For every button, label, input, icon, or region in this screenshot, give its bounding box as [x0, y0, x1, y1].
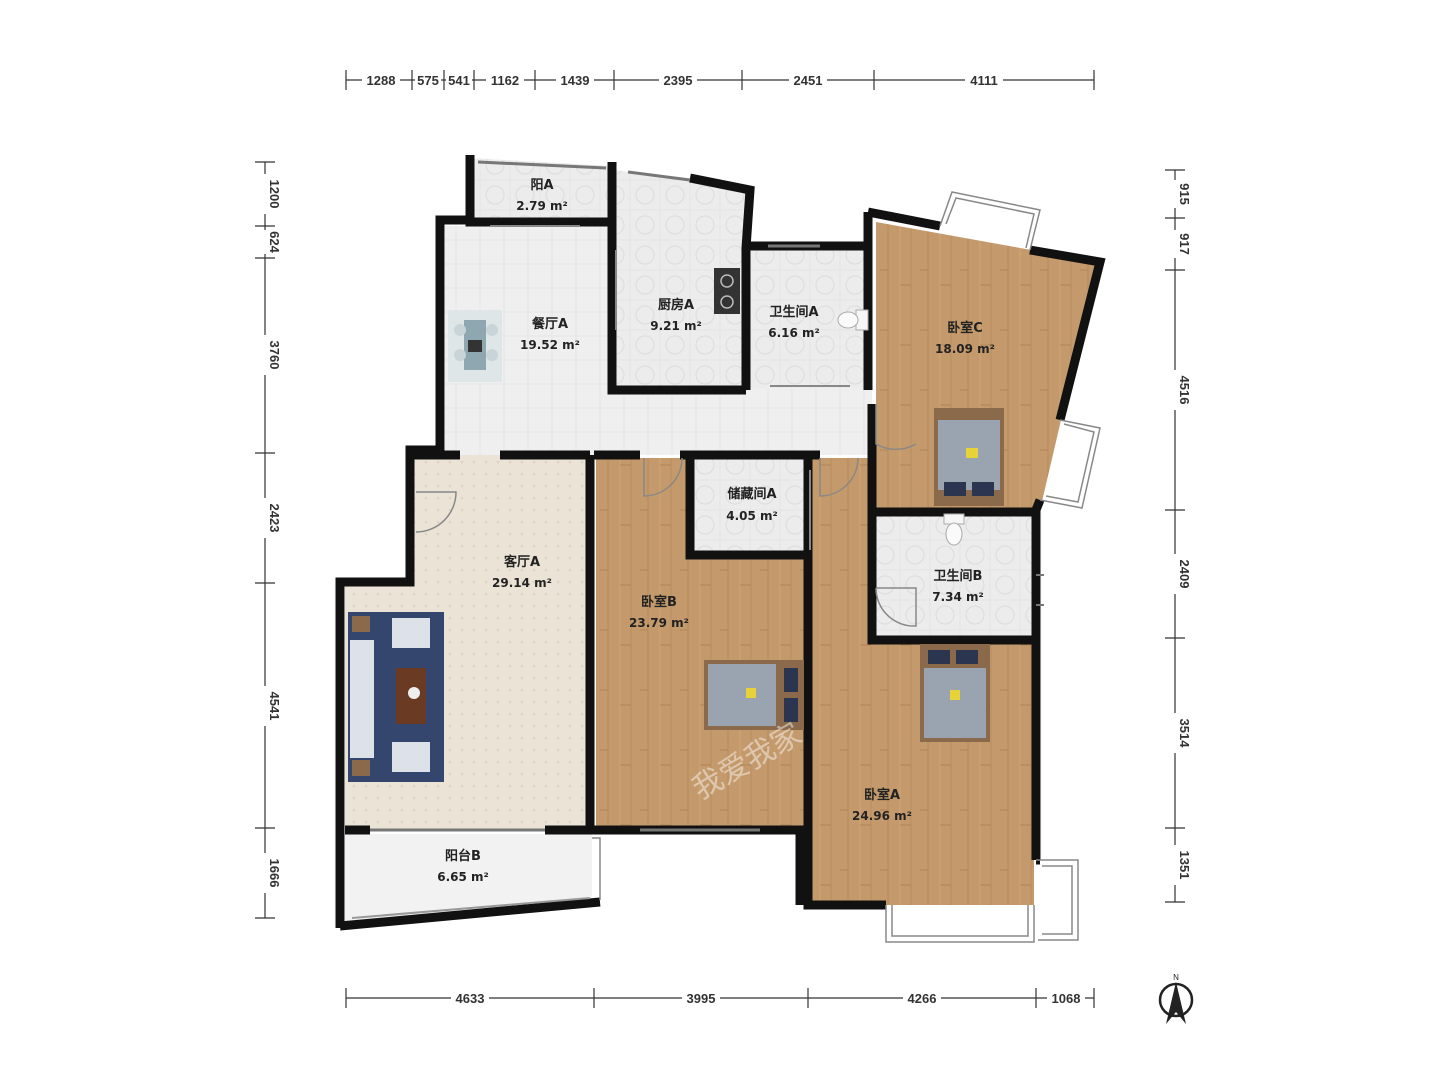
room-kitchen-a-name: 厨房A — [658, 297, 694, 313]
room-bath-b-name: 卫生间B — [934, 568, 983, 584]
floor-balcony-b — [345, 834, 592, 922]
dim-bottom-4: 1068 — [1052, 991, 1081, 1006]
room-bedroom-c-name: 卧室C — [947, 320, 983, 336]
dim-top-1: 1288 — [367, 73, 396, 88]
dim-top-3: 541 — [448, 73, 470, 88]
dim-right-1: 915 — [1177, 183, 1192, 205]
room-kitchen-a-area: 9.21 m² — [650, 319, 702, 333]
doors — [415, 225, 917, 627]
room-bath-b-area: 7.34 m² — [932, 590, 984, 604]
dim-left-4: 2423 — [267, 504, 282, 533]
dim-right-2: 917 — [1177, 233, 1192, 255]
compass-icon: N — [1158, 973, 1194, 1024]
dim-bottom-3: 4266 — [908, 991, 937, 1006]
dim-top-8: 4111 — [970, 73, 998, 88]
room-bath-a-area: 6.16 m² — [768, 326, 820, 340]
dim-left-5: 4541 — [267, 692, 282, 721]
dim-right-5: 3514 — [1177, 719, 1192, 749]
room-balcony-a-area: 2.79 m² — [516, 199, 568, 213]
room-balcony-a-name: 阳A — [530, 178, 553, 193]
toilet-b — [943, 513, 965, 546]
dim-bottom-1: 4633 — [456, 991, 485, 1006]
dim-right-6: 1351 — [1177, 851, 1192, 880]
dimension-left: 1200 624 3760 2423 4541 1666 — [255, 161, 282, 919]
dim-left-1: 1200 — [267, 180, 282, 209]
walls — [335, 155, 1106, 931]
floor-storage-a — [692, 458, 806, 553]
floor-bedroom-b — [596, 458, 806, 830]
floor-dining-a — [445, 226, 872, 455]
room-bedroom-a-name: 卧室A — [864, 787, 900, 803]
dimension-right: 915 917 4516 2409 3514 1351 — [1165, 169, 1192, 903]
floor-kitchen-a — [615, 170, 750, 388]
dim-top-7: 2451 — [794, 73, 823, 88]
room-balcony-b-name: 阳台B — [445, 848, 481, 864]
room-bedroom-b-name: 卧室B — [641, 594, 677, 610]
dim-left-6: 1666 — [267, 859, 282, 888]
room-dining-a-name: 餐厅A — [531, 316, 568, 332]
room-storage-a-name: 储藏间A — [726, 486, 776, 502]
cooktop — [714, 268, 740, 314]
dim-left-2: 624 — [267, 231, 282, 253]
floor-bedroom-c — [876, 222, 1098, 510]
room-storage-a-area: 4.05 m² — [726, 509, 778, 523]
dim-top-4: 1162 — [491, 73, 519, 88]
room-dining-a-area: 19.52 m² — [520, 338, 580, 352]
floor-balcony-a — [470, 158, 612, 222]
windows — [351, 160, 1101, 943]
dim-right-4: 2409 — [1177, 560, 1192, 589]
dim-left-3: 3760 — [267, 341, 282, 370]
room-living-a-name: 客厅A — [504, 554, 540, 570]
bed-a — [920, 644, 990, 742]
dim-top-6: 2395 — [664, 73, 693, 88]
dim-right-3: 4516 — [1177, 376, 1192, 405]
compass-label: N — [1173, 973, 1179, 982]
room-bedroom-c-area: 18.09 m² — [935, 342, 995, 356]
sofa-set — [348, 612, 444, 782]
room-bedroom-b-area: 23.79 m² — [629, 616, 689, 630]
dim-top-5: 1439 — [561, 73, 590, 88]
room-living-a-area: 29.14 m² — [492, 576, 552, 590]
room-balcony-b-area: 6.65 m² — [437, 870, 489, 884]
bed-b — [704, 660, 804, 730]
dining-table — [448, 310, 502, 382]
room-bath-a-name: 卫生间A — [769, 304, 818, 320]
dimension-top: 1288 575 541 1162 1439 2395 2451 4111 — [345, 70, 1095, 90]
room-bedroom-a-area: 24.96 m² — [852, 809, 912, 823]
dimension-bottom: 4633 3995 4266 1068 — [345, 988, 1095, 1008]
dim-top-2: 575 — [417, 73, 439, 88]
bed-c — [934, 408, 1004, 506]
dim-bottom-2: 3995 — [687, 991, 716, 1006]
toilet-a — [837, 309, 869, 331]
